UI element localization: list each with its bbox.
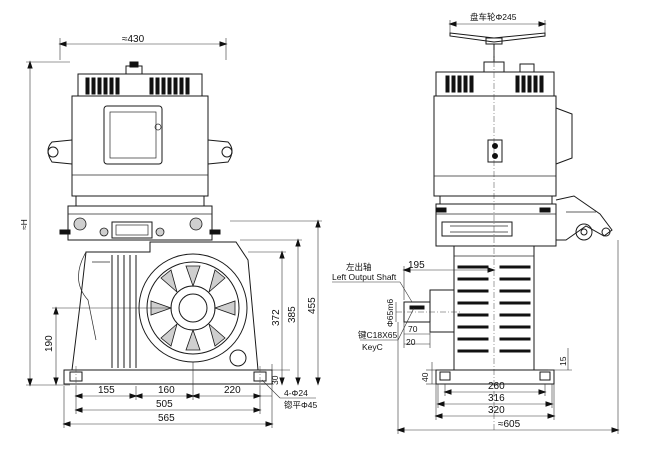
dim-220: 220: [224, 385, 241, 396]
dim-195: 195: [408, 260, 425, 271]
front-view: ≈430 ≈H: [19, 34, 322, 428]
dim-316: 316: [488, 393, 505, 404]
dim-160: 160: [158, 385, 175, 396]
handwheel-label: 盘车轮Φ245: [470, 12, 517, 22]
dim-height: ≈H: [19, 219, 29, 230]
bolt-spec: 4-Φ24: [284, 388, 308, 398]
dim-505: 505: [156, 399, 173, 410]
dim-455: 455: [307, 297, 318, 314]
dim-320: 320: [488, 405, 505, 416]
side-housing-ribs: [457, 265, 531, 353]
dim-20: 20: [406, 337, 416, 347]
pad-spec: 锪平Φ45: [284, 400, 318, 410]
shaft-cn-label: 左出轴: [346, 262, 372, 272]
dim-top-width: ≈430: [122, 34, 145, 45]
dim-30: 30: [270, 375, 280, 385]
dim-385: 385: [287, 306, 298, 323]
side-view: 盘车轮Φ245: [332, 12, 620, 434]
key-en-label: KeyC: [362, 342, 383, 352]
dim-15: 15: [558, 356, 568, 366]
dim-605: ≈605: [498, 419, 521, 430]
motor-top-fins: [85, 77, 190, 95]
dim-260: 260: [488, 381, 505, 392]
dim-190: 190: [44, 335, 55, 352]
dim-40: 40: [420, 372, 430, 382]
dim-372: 372: [271, 309, 282, 326]
shaft-en-label: Left Output Shaft: [332, 272, 397, 282]
housing-ribs: [111, 255, 137, 368]
dim-565: 565: [158, 413, 175, 424]
dim-70: 70: [408, 324, 418, 334]
side-fins: [445, 75, 544, 93]
dim-155: 155: [98, 385, 115, 396]
shaft-dia: Φ65m6: [385, 299, 395, 327]
key-cn-label: 键C18X65: [358, 330, 397, 340]
